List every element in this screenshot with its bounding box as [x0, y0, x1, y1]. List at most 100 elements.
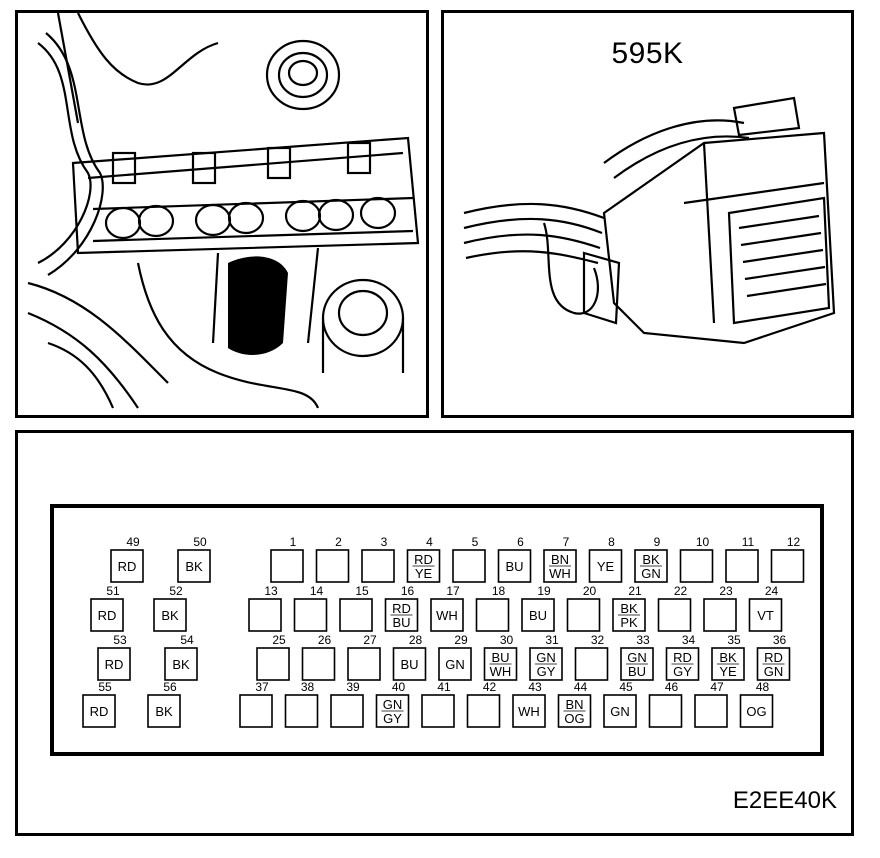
wire-color-label: RD — [414, 552, 433, 567]
pin-box — [421, 694, 455, 728]
pin-5: 5 — [452, 535, 486, 583]
wire-color-label: VT — [757, 608, 774, 623]
pin-37: 37 — [239, 680, 273, 728]
wire-color-label: BK — [620, 601, 638, 616]
wire-color-label: BU — [628, 664, 646, 679]
pin-box — [347, 647, 381, 681]
wire-color-label: RD — [98, 608, 117, 623]
pin-box — [452, 549, 486, 583]
pin-box — [497, 549, 532, 583]
pin-box — [475, 598, 510, 632]
wire-color-label: BU — [392, 615, 410, 630]
wire-color-label: YE — [597, 559, 615, 574]
wire-color-label: BK — [155, 704, 173, 719]
pin-number: 5 — [472, 535, 479, 549]
pin-number: 51 — [106, 584, 120, 598]
pin-number: 46 — [665, 680, 679, 694]
pin-number: 39 — [346, 680, 360, 694]
pin-number: 17 — [446, 584, 460, 598]
wire-color-label: BN — [565, 697, 583, 712]
pin-25: 25 — [256, 633, 290, 681]
wire-color-label: OG — [746, 704, 766, 719]
pin-number: 38 — [301, 680, 315, 694]
pin-number: 8 — [608, 535, 615, 549]
pin-6: 6BU — [497, 535, 532, 583]
pin-box — [657, 598, 692, 632]
pin-number: 50 — [193, 535, 207, 549]
pin-number: 14 — [310, 584, 324, 598]
pin-box — [293, 598, 328, 632]
pin-box — [694, 694, 728, 728]
pin-box — [438, 647, 472, 681]
wire-color-label: RD — [118, 559, 137, 574]
connector-illustration: 595K — [441, 10, 854, 418]
pin-47: 47 — [694, 680, 728, 728]
pin-box — [256, 647, 290, 681]
pin-number: 11 — [742, 535, 755, 549]
pin-number: 9 — [654, 535, 661, 549]
pin-20: 20 — [566, 584, 601, 632]
wire-color-label: YE — [415, 566, 433, 581]
wire-color-label: RD — [105, 657, 124, 672]
pin-number: 4 — [426, 535, 433, 549]
pin-number: 34 — [682, 633, 696, 647]
wire-color-label: RD — [392, 601, 411, 616]
pin-number: 45 — [619, 680, 633, 694]
pin-number: 47 — [710, 680, 724, 694]
pin-number: 56 — [163, 680, 177, 694]
wire-color-label: BU — [400, 657, 418, 672]
pin-number: 18 — [492, 584, 506, 598]
pin-number: 28 — [409, 633, 423, 647]
connector-code: 595K — [611, 37, 684, 70]
wire-color-label: BK — [172, 657, 190, 672]
pin-number: 53 — [113, 633, 127, 647]
pin-41: 41 — [421, 680, 455, 728]
pin-number: 52 — [169, 584, 183, 598]
wire-color-label: BN — [551, 552, 569, 567]
pin-number: 20 — [583, 584, 597, 598]
pin-box — [82, 694, 116, 728]
pin-number: 40 — [392, 680, 406, 694]
wire-color-label: OG — [564, 711, 584, 726]
wire-color-label: GY — [383, 711, 402, 726]
pin-number: 24 — [765, 584, 779, 598]
pin-box — [97, 647, 131, 681]
wire-color-label: BK — [161, 608, 179, 623]
pin-42: 42 — [466, 680, 501, 728]
wire-color-label: BK — [185, 559, 203, 574]
wire-color-label: BU — [505, 559, 523, 574]
pin-number: 21 — [628, 584, 642, 598]
pin-number: 41 — [437, 680, 451, 694]
diagram-reference: E2EE40K — [732, 787, 837, 814]
pin-box — [90, 598, 124, 632]
wire-color-label: BK — [719, 650, 737, 665]
pin-box — [330, 694, 364, 728]
pin-box — [301, 647, 336, 681]
pin-number: 12 — [787, 535, 801, 549]
pin-box — [748, 598, 783, 632]
pin-number: 3 — [381, 535, 388, 549]
pin-number: 1 — [290, 535, 297, 549]
pin-number: 33 — [636, 633, 650, 647]
pin-number: 10 — [696, 535, 710, 549]
wire-color-label: GN — [383, 697, 403, 712]
wire-color-label: WH — [490, 664, 512, 679]
pin-number: 44 — [574, 680, 588, 694]
pin-38: 38 — [284, 680, 319, 728]
pin-number: 49 — [126, 535, 140, 549]
pin-box — [512, 694, 546, 728]
